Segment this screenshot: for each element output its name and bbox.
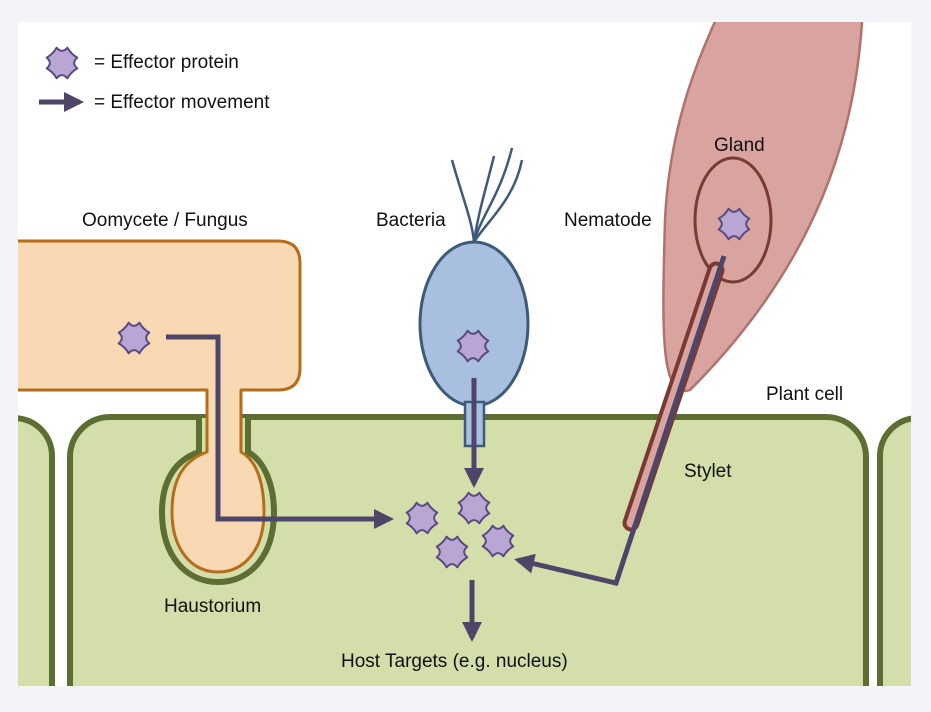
legend-effector-movement: = Effector movement	[94, 92, 270, 113]
bacteria-flagellum-1	[450, 159, 476, 243]
bacteria-flagellum-2	[472, 155, 496, 243]
label-nematode: Nematode	[564, 210, 652, 231]
label-haustorium: Haustorium	[164, 596, 261, 617]
nematode-effector-arrow	[514, 255, 727, 586]
label-stylet: Stylet	[684, 461, 732, 482]
legend: = Effector protein = Effector movement	[39, 46, 270, 113]
oomycete-fungus-hypha	[18, 239, 302, 574]
bacteria-flagellum-3	[472, 147, 514, 243]
label-bacteria: Bacteria	[376, 210, 446, 231]
label-host-targets: Host Targets (e.g. nucleus)	[341, 651, 568, 672]
plant-cell-left	[18, 415, 55, 686]
stylet-lumen	[626, 265, 721, 528]
label-oomycete-fungus: Oomycete / Fungus	[82, 210, 248, 231]
bacteria-flagellum-4	[472, 159, 524, 243]
label-plant-cell: Plant cell	[766, 384, 843, 405]
fungus-effector-arrow	[166, 334, 394, 529]
plant-cell-right	[877, 415, 911, 686]
legend-effector-protein: = Effector protein	[94, 52, 239, 73]
label-gland: Gland	[714, 135, 765, 156]
